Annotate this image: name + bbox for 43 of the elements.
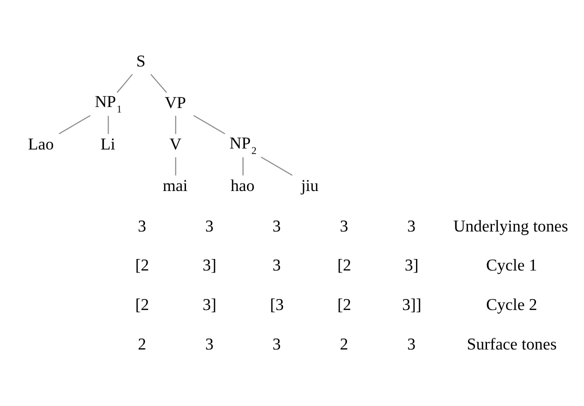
connector [58,114,90,134]
label: [2 [337,255,352,274]
node-text: S [136,50,146,70]
label: [2 [135,294,150,314]
label: 2 [138,334,146,353]
label: 3 [272,334,281,353]
connector [150,74,167,92]
label: 2 [340,334,348,353]
label: Underlying tones [453,216,568,235]
node-text: VP [164,92,186,112]
node-text: Li [100,134,116,153]
label: 3 [205,334,214,353]
label: Surface tones [466,334,557,353]
label: 3 [340,216,348,235]
node-text: NP$_{2}$ [230,132,257,156]
node-text: jiu [301,175,319,194]
node-text: mai [162,175,188,194]
connector [175,156,176,175]
label: 3]] [402,294,422,314]
label: [2 [135,255,150,274]
label: 3] [404,255,419,274]
node-text: V [169,134,182,153]
node-text: Lao [28,134,54,153]
label: 3 [272,255,281,274]
node-text: NP$_{1}$ [94,91,122,115]
label: 3 [407,334,416,353]
connector [116,74,133,92]
connector [175,115,176,134]
label: 3 [205,216,214,235]
label: 3 [407,216,416,235]
label: 3 [272,216,281,235]
connector [260,156,293,176]
label: 3] [202,294,216,314]
node-text: hao [230,175,255,194]
label: [2 [337,294,352,314]
label: [3 [270,294,284,314]
connector [242,156,244,175]
label: Cycle 1 [486,255,538,274]
label: Cycle 2 [486,294,538,314]
connector [193,114,226,134]
label: 3] [202,255,216,274]
label: 3 [138,216,146,235]
connector [108,115,109,134]
